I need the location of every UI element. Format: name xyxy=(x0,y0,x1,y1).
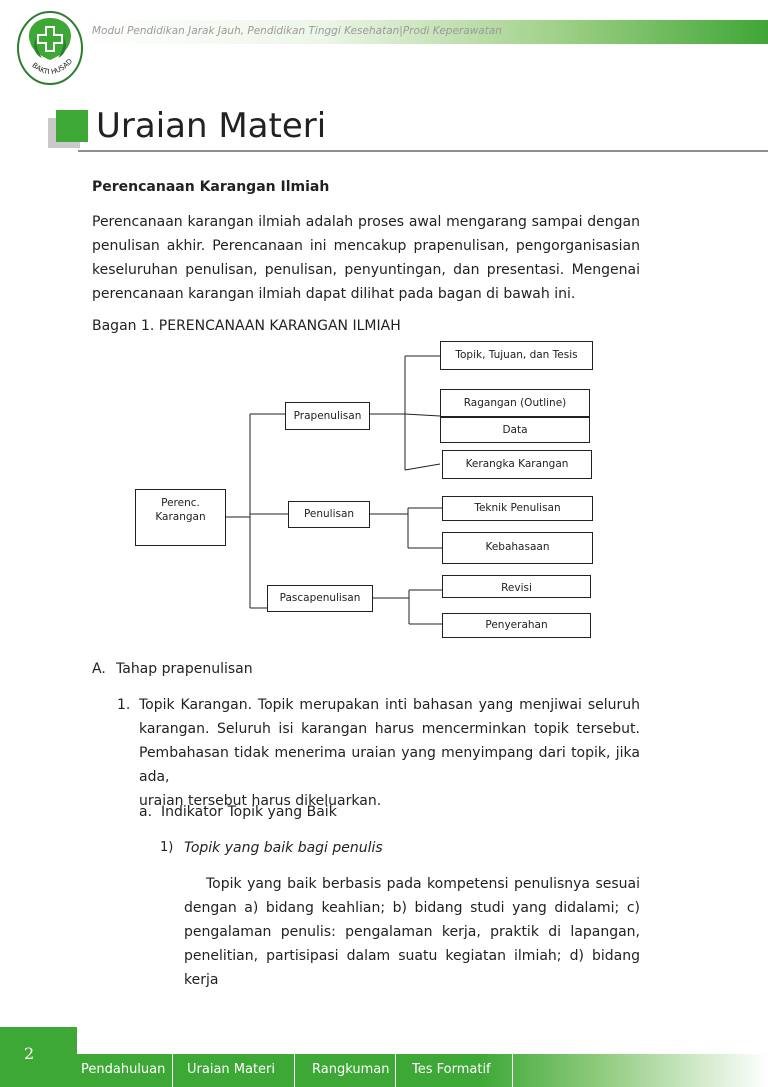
diagram-leaf-teknik: Teknik Penulisan xyxy=(442,496,593,521)
leaf-label: Data xyxy=(502,424,528,436)
diagram-leaf-ragangan: Ragangan (Outline) xyxy=(440,389,590,417)
intro-line: perencanaan karangan ilmiah dapat diliha… xyxy=(92,286,576,302)
stage-label: Penulisan xyxy=(303,508,355,520)
title-rule xyxy=(78,150,768,152)
title-square xyxy=(56,110,88,142)
paragraph-line: pengalaman penulis: pengalaman kerja, pr… xyxy=(184,924,640,940)
diagram-leaf-kebahasaan: Kebahasaan xyxy=(442,532,593,564)
bakti-husada-logo: BAKTI HUSADA xyxy=(14,8,83,85)
item-1-marker: 1. xyxy=(117,697,131,713)
diagram-root-box: Perenc. Karangan xyxy=(135,489,226,546)
intro-paragraph: Perencanaan karangan ilmiah adalah prose… xyxy=(92,210,640,306)
paragraph-line: penelitian, partisipasi dalam suatu kegi… xyxy=(184,948,640,988)
footer-nav-band xyxy=(77,1054,768,1087)
section-a-label: Tahap prapenulisan xyxy=(116,661,253,677)
footer-tab-divider xyxy=(512,1054,513,1087)
intro-line: Perencanaan karangan ilmiah adalah prose… xyxy=(92,214,640,230)
header-band xyxy=(78,20,768,44)
footer-tab-divider xyxy=(395,1054,396,1087)
section-heading: Perencanaan Karangan Ilmiah xyxy=(92,179,330,195)
footer-page-block xyxy=(0,1027,77,1087)
item-1-text: Topik Karangan. Topik merupakan inti bah… xyxy=(139,693,640,813)
leaf-label: Teknik Penulisan xyxy=(474,502,561,514)
footer-tab-tes-formatif[interactable]: Tes Formatif xyxy=(412,1062,491,1077)
leaf-label: Penyerahan xyxy=(485,619,548,631)
topic-paragraph: Topik yang baik berbasis pada kompetensi… xyxy=(184,872,640,992)
diagram-leaf-revisi: Revisi xyxy=(442,575,591,598)
leaf-label: Revisi xyxy=(501,582,532,594)
item-1sub-label: Topik yang baik bagi penulis xyxy=(184,840,383,856)
stage-label: Pascapenulisan xyxy=(279,592,361,604)
footer-tab-divider xyxy=(172,1054,173,1087)
leaf-label: Ragangan (Outline) xyxy=(463,397,567,409)
leaf-label: Kebahasaan xyxy=(485,541,550,553)
footer-tab-divider xyxy=(294,1054,295,1087)
page-title: Uraian Materi xyxy=(96,106,327,146)
leaf-label: Kerangka Karangan xyxy=(465,458,569,470)
footer-tab-pendahuluan[interactable]: Pendahuluan xyxy=(81,1062,166,1077)
stage-label: Prapenulisan xyxy=(293,410,362,422)
item-a-label: Indikator Topik yang Baik xyxy=(161,804,337,820)
diagram-stage-penulisan: Penulisan xyxy=(288,501,370,528)
diagram-leaf-kerangka: Kerangka Karangan xyxy=(442,450,592,479)
page-number: 2 xyxy=(24,1044,35,1063)
intro-line: penulisan akhir. Perencanaan ini mencaku… xyxy=(92,238,640,254)
diagram-caption: Bagan 1. PERENCANAAN KARANGAN ILMIAH xyxy=(92,318,401,334)
diagram-leaf-penyerahan: Penyerahan xyxy=(442,613,591,638)
item-1-line: karangan. Seluruh isi karangan harus men… xyxy=(139,721,640,737)
paragraph-line: Topik yang baik berbasis pada kompetensi… xyxy=(206,876,640,892)
diagram-root-label: Perenc. Karangan xyxy=(155,497,206,523)
item-1-line: Topik Karangan. Topik merupakan inti bah… xyxy=(139,697,640,713)
diagram-stage-prapenulisan: Prapenulisan xyxy=(285,402,370,430)
section-a-marker: A. xyxy=(92,661,106,677)
item-a-marker: a. xyxy=(139,804,153,820)
footer-tab-rangkuman[interactable]: Rangkuman xyxy=(312,1062,390,1077)
item-1-line: Pembahasan tidak menerima uraian yang me… xyxy=(139,745,640,785)
diagram-stage-pascapenulisan: Pascapenulisan xyxy=(267,585,373,612)
leaf-label: Topik, Tujuan, dan Tesis xyxy=(455,349,578,361)
paragraph-line: dengan a) bidang keahlian; b) bidang stu… xyxy=(184,900,640,916)
intro-line: keseluruhan penulisan, penulisan, penyun… xyxy=(92,262,640,278)
item-1-line: uraian tersebut harus dikeluarkan. xyxy=(139,793,382,809)
item-1sub-marker: 1) xyxy=(160,840,174,855)
diagram-leaf-data: Data xyxy=(440,417,590,443)
diagram-connectors xyxy=(225,355,442,625)
header-text: Modul Pendidikan Jarak Jauh, Pendidikan … xyxy=(92,25,502,37)
footer-tab-uraian-materi[interactable]: Uraian Materi xyxy=(187,1062,276,1077)
diagram-leaf-topik: Topik, Tujuan, dan Tesis xyxy=(440,341,593,370)
